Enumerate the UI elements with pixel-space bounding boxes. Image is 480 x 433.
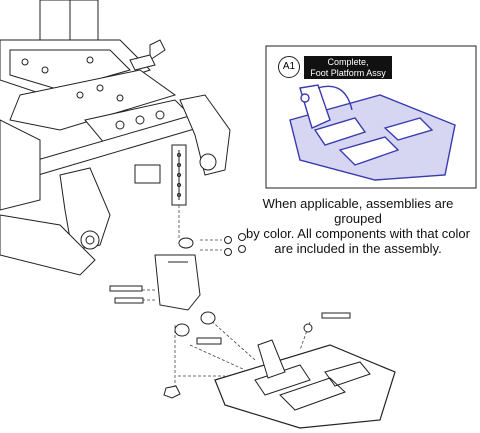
pivot-bolt xyxy=(196,337,222,345)
lock-nut xyxy=(163,385,181,399)
frame-assembly xyxy=(0,0,231,276)
note-line1: When applicable, assemblies are grouped xyxy=(262,196,454,226)
seat-post-column xyxy=(39,0,99,41)
callout-title: Complete, Foot Platform Assy xyxy=(304,56,392,79)
assembly-guide-lines xyxy=(140,205,311,390)
note-line3: are included in the assembly. xyxy=(274,241,442,256)
callout-title-line2: Foot Platform Assy xyxy=(310,68,386,78)
mounting-bracket xyxy=(154,254,201,311)
platform-hinge xyxy=(257,339,286,379)
callout-badge: A1 xyxy=(278,56,300,78)
caster-fork-right xyxy=(179,94,231,176)
color-grouping-note: When applicable, assemblies are grouped … xyxy=(238,196,478,256)
callout-title-line1: Complete, xyxy=(327,57,369,67)
washer-right xyxy=(200,311,216,325)
note-line2: by color. All components with that color xyxy=(245,226,470,241)
foot-platform xyxy=(214,339,396,429)
caster-fork-left xyxy=(59,167,111,251)
mounting-hardware xyxy=(109,233,351,399)
side-bolt xyxy=(321,312,351,319)
highlighted-foot-platform xyxy=(289,84,456,181)
spacer xyxy=(178,237,194,249)
bolt-upper xyxy=(109,285,143,292)
side-washer xyxy=(303,323,313,333)
bolt-lower xyxy=(114,297,144,304)
washer-left xyxy=(174,323,190,337)
